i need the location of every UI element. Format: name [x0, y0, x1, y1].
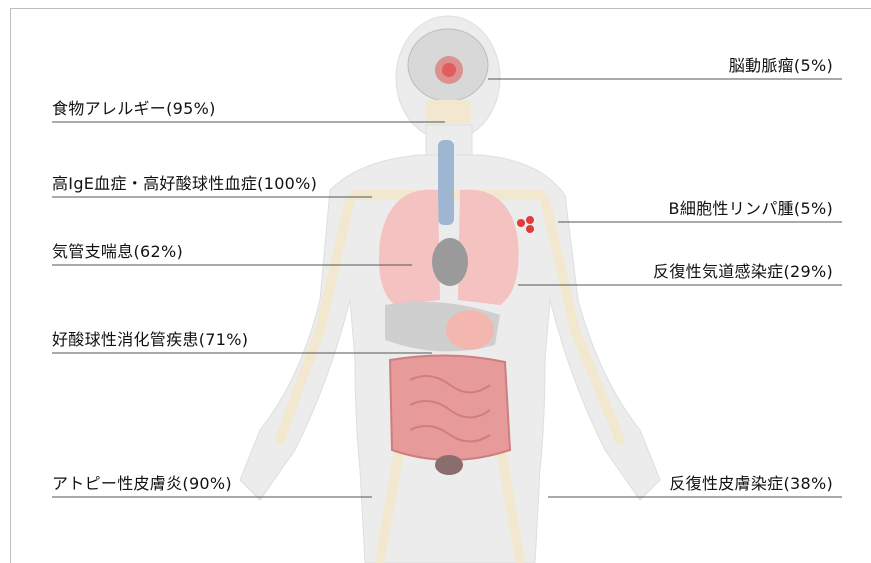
label-skin-infection: 反復性皮膚染症(38%): [669, 474, 833, 494]
intestines: [390, 355, 510, 460]
label-lymphoma: B細胞性リンパ腫(5%): [669, 199, 833, 219]
lymphoma-spot: [526, 225, 534, 233]
trachea: [438, 140, 454, 225]
label-egid: 好酸球性消化管疾患(71%): [52, 330, 248, 350]
label-aneurysm: 脳動脈瘤(5%): [729, 56, 833, 76]
label-food-allergy: 食物アレルギー(95%): [52, 99, 216, 119]
brain-aneurysm-core: [442, 63, 456, 77]
label-atopic-dermatitis: アトピー性皮膚炎(90%): [52, 474, 232, 494]
bladder: [435, 455, 463, 475]
label-hyper-ige: 高IgE血症・高好酸球性血症(100%): [52, 174, 317, 194]
lymphoma-spot: [517, 219, 525, 227]
heart: [432, 238, 468, 286]
label-resp-infection: 反復性気道感染症(29%): [653, 262, 833, 282]
lymphoma-spot: [526, 216, 534, 224]
label-asthma: 気管支喘息(62%): [52, 242, 183, 262]
stomach: [446, 310, 494, 350]
